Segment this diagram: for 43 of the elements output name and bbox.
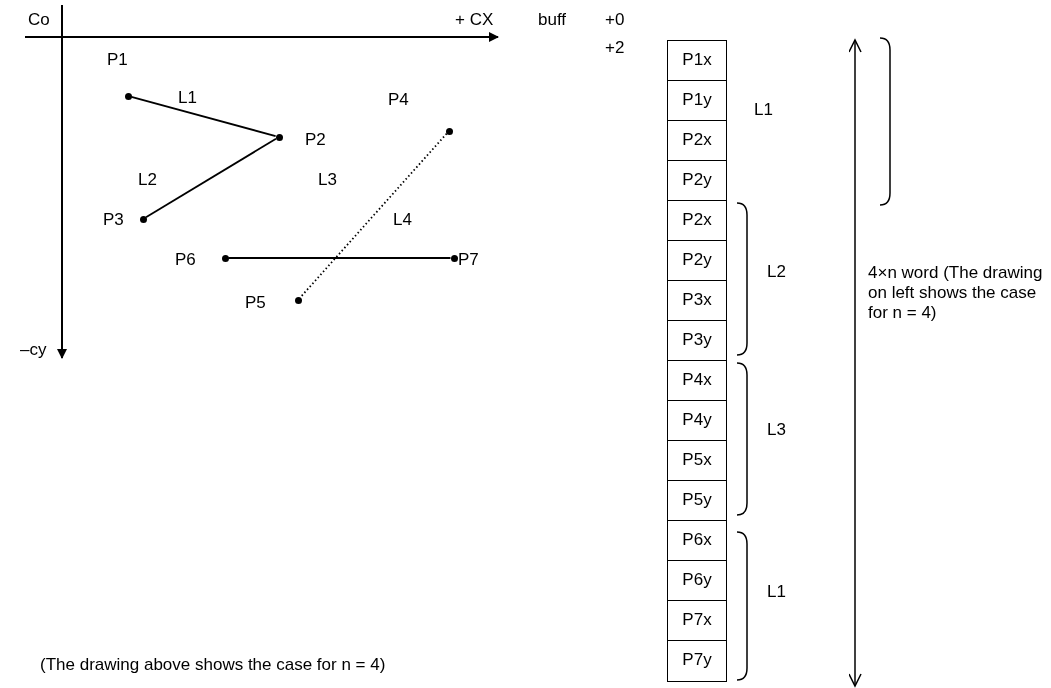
memory-cell: P2x <box>667 120 727 162</box>
memory-cell: P3y <box>667 320 727 362</box>
axis-label: + CX <box>455 10 494 30</box>
line-label: L1 <box>178 88 197 108</box>
memory-cell: P6x <box>667 520 727 562</box>
memory-cell: P3x <box>667 280 727 322</box>
memory-cell: P5x <box>667 440 727 482</box>
bracket-label: L2 <box>767 262 786 282</box>
memory-cell: P7y <box>667 640 727 682</box>
point-label: P5 <box>245 293 266 313</box>
bracket-label: L1 <box>767 582 786 602</box>
dotted-line-segment <box>299 132 448 299</box>
point-label: P2 <box>305 130 326 150</box>
line-segment <box>227 257 452 259</box>
point-label: P4 <box>388 90 409 110</box>
line-segment <box>130 96 277 137</box>
line-label: L2 <box>138 170 157 190</box>
memory-cell: P2x <box>667 200 727 242</box>
memory-cell: P4x <box>667 360 727 402</box>
memory-cell: P2y <box>667 240 727 282</box>
line-segment <box>145 137 277 219</box>
line-label: L4 <box>393 210 412 230</box>
memory-cell: P1y <box>667 80 727 122</box>
bracket-label: L1 <box>754 100 773 120</box>
line-label: L3 <box>318 170 337 190</box>
size-note: 4×n word (The drawing on left shows the case for n = 4) <box>868 263 1044 323</box>
memory-cell: P4y <box>667 400 727 442</box>
memory-cell: P2y <box>667 160 727 202</box>
bracket-label: L3 <box>767 420 786 440</box>
point-label: P7 <box>458 250 479 270</box>
memory-cell: P7x <box>667 600 727 642</box>
point-label: P3 <box>103 210 124 230</box>
point-label: P1 <box>107 50 128 70</box>
memory-cell: P1x <box>667 40 727 82</box>
offset-label: +0 <box>605 10 625 30</box>
memory-cell: P5y <box>667 480 727 522</box>
axis-label: Co <box>28 10 50 30</box>
memory-cell: P6y <box>667 560 727 602</box>
offset-label: +2 <box>605 38 625 58</box>
point-label: P6 <box>175 250 196 270</box>
caption: (The drawing above shows the case for n = 4) <box>40 655 386 675</box>
buffer-label: buff <box>538 10 567 30</box>
axis-label: –cy <box>20 340 47 360</box>
